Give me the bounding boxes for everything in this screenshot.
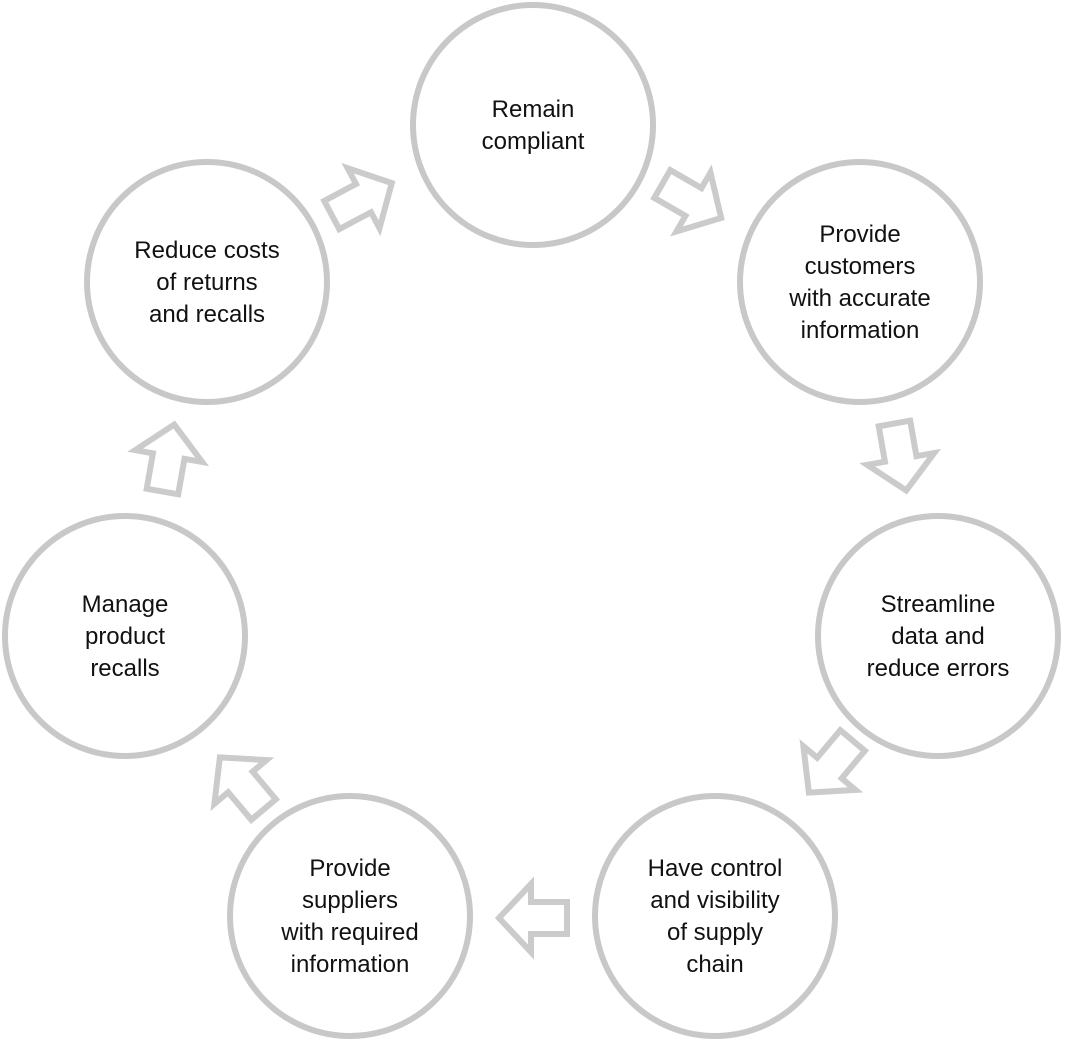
flow-arrow-icon xyxy=(127,420,210,498)
node-label-line: product xyxy=(85,623,165,650)
cycle-node-reduce-costs: Reduce costs of returns and recalls xyxy=(84,159,330,405)
node-circle xyxy=(227,793,473,1039)
node-label-line: recalls xyxy=(90,655,159,682)
node-circle xyxy=(410,2,656,248)
flow-arrow-icon xyxy=(210,754,281,825)
node-label-line: Provide xyxy=(819,221,900,248)
node-circle xyxy=(592,793,838,1039)
node-label-line: suppliers xyxy=(302,887,398,914)
node-label-line: Manage xyxy=(82,591,169,618)
node-label-line: data and xyxy=(891,623,984,650)
node-label-line: and recalls xyxy=(149,301,265,328)
cycle-node-provide-customers: Provide customers with accurate information xyxy=(737,159,983,405)
flow-arrow-icon xyxy=(494,876,570,960)
cycle-node-provide-suppliers: Provide suppliers with required information xyxy=(227,793,473,1039)
node-label-line: Provide xyxy=(309,855,390,882)
cycle-node-control-visibility: Have control and visibility of supply chain xyxy=(592,793,838,1039)
node-label-line: Reduce costs xyxy=(134,237,279,264)
node-label-line: with accurate xyxy=(788,285,930,312)
cycle-node-manage-recalls: Manage product recalls xyxy=(2,513,248,759)
flow-arrow-icon xyxy=(799,725,870,796)
node-label-line: Streamline xyxy=(881,591,996,618)
node-label-line: information xyxy=(801,317,920,344)
flow-arrow-icon xyxy=(650,164,725,237)
node-label-line: Have control xyxy=(648,855,783,882)
cycle-node-streamline-data: Streamline data and reduce errors xyxy=(815,513,1061,759)
arrows-layer xyxy=(127,162,942,960)
node-label-line: with required xyxy=(280,919,418,946)
node-label-line: customers xyxy=(805,253,916,280)
node-label-line: compliant xyxy=(482,128,585,155)
node-label-line: of supply xyxy=(667,919,763,946)
cycle-node-remain-compliant: Remain compliant xyxy=(410,2,656,248)
flow-arrow-icon xyxy=(320,162,396,237)
flow-arrow-icon xyxy=(859,417,942,495)
node-label-line: reduce errors xyxy=(867,655,1010,682)
node-circle xyxy=(815,513,1061,759)
node-label-line: and visibility xyxy=(650,887,779,914)
node-label-line: chain xyxy=(686,951,743,978)
node-circle xyxy=(737,159,983,405)
node-circle xyxy=(2,513,248,759)
node-label-line: information xyxy=(291,951,410,978)
node-label-line: of returns xyxy=(156,269,257,296)
node-circle xyxy=(84,159,330,405)
node-label-line: Remain xyxy=(492,96,575,123)
